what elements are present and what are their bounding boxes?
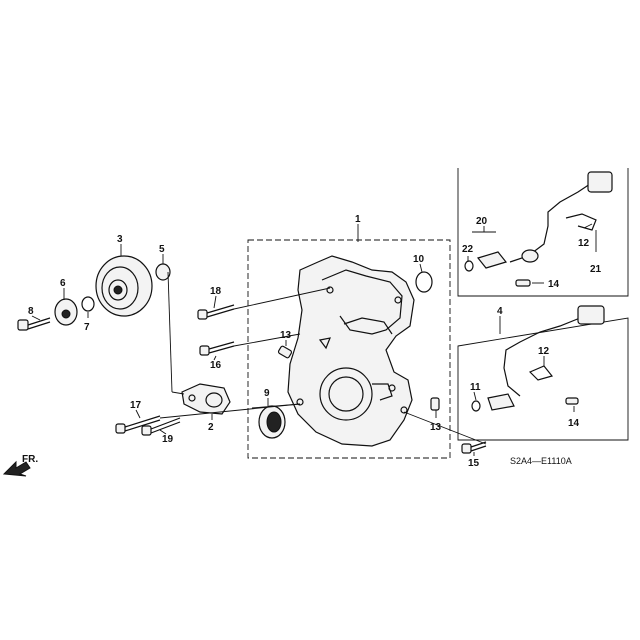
direction-label: FR.: [22, 454, 38, 465]
bolt-17: [115, 415, 161, 434]
callout-13-right: 13: [430, 422, 442, 433]
sensor-harness-top: [464, 171, 613, 287]
timing-belt-cover: [287, 255, 415, 447]
callout-16: 16: [210, 360, 222, 371]
callout-1: 1: [355, 214, 361, 225]
bolt-18: [197, 304, 235, 320]
bolt-8: [17, 317, 51, 331]
dowel-pin-right: [430, 397, 440, 411]
oil-seal: [258, 405, 286, 439]
callout-4: 4: [497, 306, 503, 317]
washer: [81, 296, 95, 312]
callout-12-top: 12: [578, 238, 590, 249]
callout-15: 15: [468, 458, 480, 469]
callout-18: 18: [210, 286, 222, 297]
callout-14-top: 14: [548, 279, 560, 290]
sensor-group-frame-bottom: [457, 317, 629, 441]
callout-8: 8: [28, 306, 34, 317]
diagram-code: S2A4—E1110A: [510, 456, 572, 466]
sensor-harness-bottom: [471, 305, 605, 412]
bolt-15: [461, 441, 487, 454]
o-ring: [415, 271, 433, 293]
callout-3: 3: [117, 234, 123, 245]
forward-direction-arrow-icon: [2, 460, 31, 477]
callout-19: 19: [162, 434, 174, 445]
pulley-spacer: [54, 298, 78, 326]
callout-9: 9: [264, 388, 270, 399]
callout-13-left: 13: [280, 330, 292, 341]
idler-pulley: [95, 255, 153, 317]
tensioner-bracket: [181, 383, 231, 415]
callout-11: 11: [470, 382, 481, 393]
timing-cover-frame: [247, 239, 451, 459]
callout-14-bottom: 14: [568, 418, 580, 429]
leader-lines: [31, 223, 597, 456]
callout-2: 2: [208, 422, 214, 433]
callout-21: 21: [590, 264, 602, 275]
sensor-group-frame-top: [457, 168, 629, 297]
callout-7: 7: [84, 322, 90, 333]
callout-10: 10: [413, 254, 425, 265]
dowel-pin-left: [277, 345, 293, 359]
callout-12-bottom: 12: [538, 346, 550, 357]
callout-6: 6: [60, 278, 66, 289]
callout-17: 17: [130, 400, 142, 411]
bolt-16: [199, 341, 235, 356]
callout-20: 20: [476, 216, 488, 227]
callout-5: 5: [159, 244, 165, 255]
callout-22: 22: [462, 244, 474, 255]
bolt-19: [141, 417, 181, 436]
